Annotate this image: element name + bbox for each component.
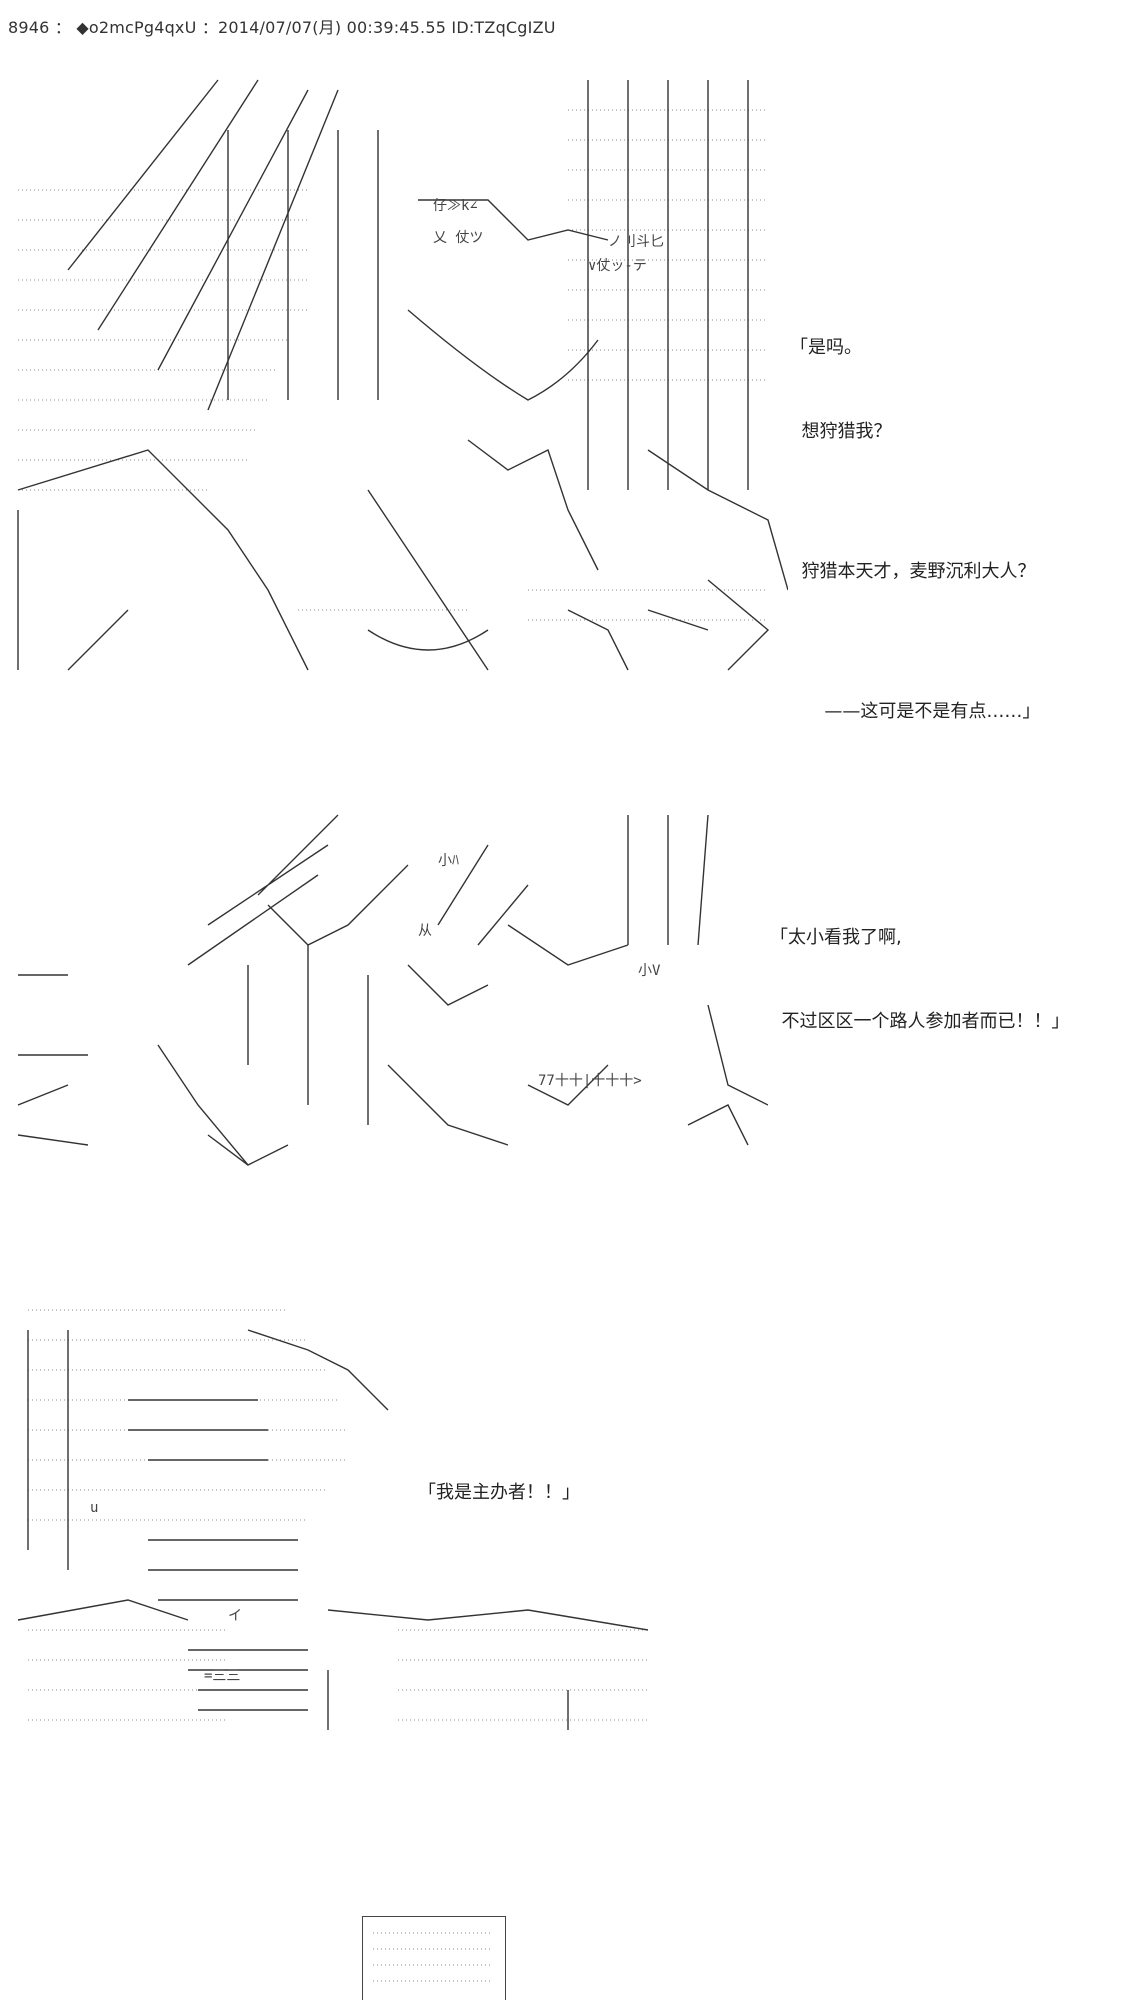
- art-glyph: 小V: [638, 963, 661, 979]
- post-number: 8946: [8, 18, 50, 37]
- art-glyph: u: [90, 1500, 98, 1516]
- dialogue-line: 「我是主办者！！」: [418, 1482, 580, 1503]
- dialogue-line: 不过区区一个路人参加者而已！！」: [770, 1011, 1070, 1032]
- dialogue-line: 「太小看我了啊,: [770, 927, 902, 948]
- post-id: ID:TZqCgIZU: [451, 18, 556, 37]
- dialogue-panel-3: 「我是主办者！！」: [418, 1423, 580, 1535]
- art-glyph: 乂 仗ツ: [433, 230, 483, 246]
- art-glyph: 从: [418, 923, 432, 939]
- art-glyph: 77十十|十十十>: [538, 1073, 642, 1089]
- post-datetime: ：2014/07/07(月) 00:39:45.55: [201, 18, 447, 37]
- art-glyph: ノ刂斗匕: [608, 234, 664, 250]
- dialogue-line: 「是吗。: [790, 337, 862, 358]
- dialogue-line: ——这可是不是有点……」: [790, 701, 1041, 722]
- art-glyph: =三三: [204, 1668, 240, 1684]
- bottom-ascii-box: [362, 1916, 506, 2000]
- box-lines: [373, 1932, 493, 1982]
- art-glyph: 小ﾊ: [438, 853, 459, 869]
- art-glyph: イ: [228, 1608, 242, 1624]
- ascii-art-throne-scene: 仔≫k∠ 乂 仗ツ ∨仗ッ-テ ノ刂斗匕: [17, 79, 788, 671]
- art-glyph: 仔≫k∠: [433, 198, 478, 214]
- art-glyph: ∨仗ッ-テ: [588, 258, 647, 274]
- post-header: 8946 ： ◆o2mcPg4qxU ：2014/07/07(月) 00:39:…: [8, 14, 556, 38]
- dialogue-line: 想狩猎我？: [790, 421, 892, 442]
- post-trip: ◆o2mcPg4qxU: [76, 18, 197, 37]
- panel-3-art: u イ =三三: [8, 1290, 668, 1730]
- panel-2-art: 小ﾊ 从 小V 77十十|十十十>: [8, 805, 768, 1180]
- dialogue-panel-1: 「是吗。 想狩猎我？ 狩猎本天才，麦野沉利大人？ ——这可是不是有点……」: [790, 278, 1040, 754]
- dialogue-panel-2: 「太小看我了啊, 不过区区一个路人参加者而已！！」: [770, 868, 1069, 1064]
- dialogue-line: 狩猎本天才，麦野沉利大人？: [790, 561, 1036, 582]
- post-separator: ：: [54, 18, 72, 37]
- ascii-art-closeup-scene: u イ =三三: [17, 1309, 649, 1730]
- panel-1-art: 仔≫k∠ 乂 仗ツ ∨仗ッ-テ ノ刂斗匕: [8, 70, 788, 685]
- ascii-art-charge-scene: 小ﾊ 从 小V 77十十|十十十>: [17, 814, 768, 1166]
